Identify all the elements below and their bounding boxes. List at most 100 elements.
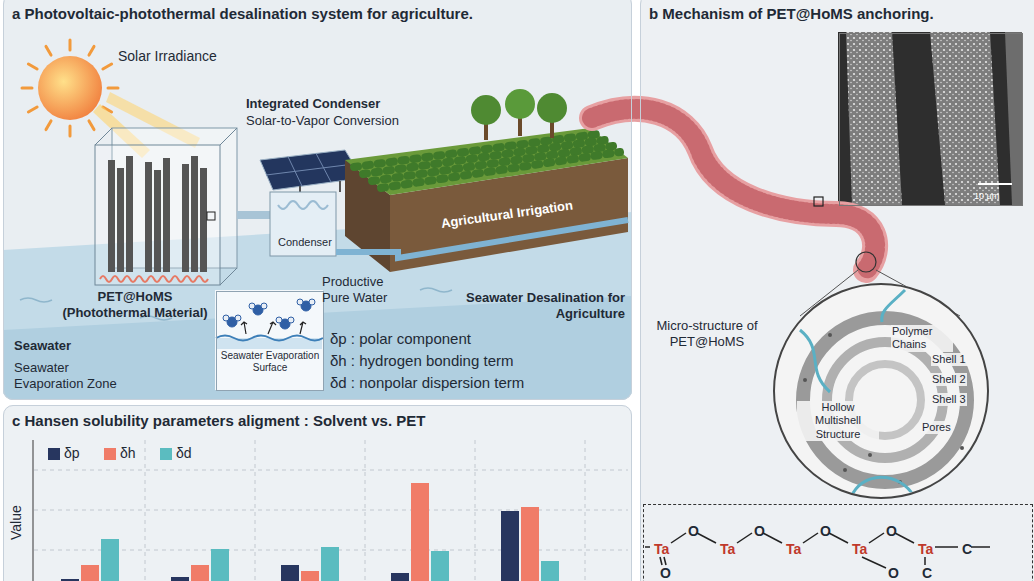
- desalination-scene: [3, 40, 632, 400]
- fiber-closeup-part: [800, 290, 990, 500]
- desalination-scene-part-part: [309, 299, 315, 305]
- desalination-scene-part-part: [381, 152, 620, 188]
- bar-chart-part-part: [255, 440, 256, 581]
- bar-chart-part: [541, 561, 559, 581]
- structure-label: Shell 2: [931, 373, 967, 386]
- fiber-closeup-part: [773, 283, 987, 497]
- desalination-scene-part: [215, 290, 323, 390]
- legend-text: δd: [176, 445, 192, 462]
- desalination-scene-part-part: [69, 40, 72, 50]
- desalination-scene-part-part: [223, 315, 229, 321]
- fiber-closeup-part-part: [664, 557, 666, 565]
- panel-ground-part: [3, 0, 632, 400]
- atom-symbol: O: [820, 523, 831, 540]
- figure-label: δp : polar component: [330, 330, 471, 348]
- bar-chart-part: [34, 440, 628, 581]
- fiber-closeup-part: [856, 252, 876, 272]
- desalination-scene-part: [241, 322, 306, 334]
- bar-chart-part-part: [145, 440, 146, 581]
- atom-symbol: O: [688, 523, 699, 540]
- fiber-closeup-part: [838, 32, 1022, 205]
- atom-symbol: O: [660, 565, 671, 581]
- figure-label: Seawater: [14, 338, 71, 354]
- desalination-scene-part-part: [69, 126, 72, 136]
- desalination-scene-part: [278, 201, 328, 209]
- fiber-closeup-part-part: [763, 533, 782, 543]
- desalination-scene-part-part: [103, 64, 112, 69]
- bar-chart-part-part: [365, 440, 366, 581]
- atom-symbol: C: [962, 541, 972, 558]
- figure-label: Seawater Evaporation Zone: [14, 360, 134, 392]
- figure-label: Integrated Condenser: [246, 96, 380, 112]
- fiber-closeup-part: [1005, 32, 1022, 205]
- panel-b: b Mechanism of PET@HoMS anchoring.10 µmP…: [640, 0, 1034, 581]
- bar-chart: [33, 440, 628, 581]
- fiber-closeup-part: [846, 32, 902, 205]
- bar-chart-part: [501, 511, 519, 581]
- fiber-closeup-part-part-part: [850, 477, 915, 500]
- panel-ground-part: [3, 405, 632, 581]
- fiber-closeup-part-part-part: [882, 290, 905, 322]
- bar-chart-part-part: [475, 440, 476, 581]
- fiber-closeup: [592, 32, 1022, 568]
- panel-c: c Hansen solubility parameters aligment …: [3, 405, 632, 581]
- desalination-scene-part: [95, 145, 220, 285]
- fiber-closeup-part-part-part: [800, 330, 830, 392]
- desalination-scene-part: [505, 89, 535, 119]
- fiber-closeup-part-part: [660, 557, 662, 565]
- desalination-scene-part-part: [288, 317, 294, 323]
- legend-text: δh: [120, 445, 136, 462]
- bar-chart-part: [81, 565, 99, 581]
- figure-label: δd : nonpolar dispersion term: [330, 374, 524, 392]
- fiber-closeup-part-part-part: [955, 430, 990, 470]
- sem-image: 10 µm: [839, 33, 1023, 206]
- legend-swatch: [48, 448, 60, 460]
- legend-swatch: [104, 448, 116, 460]
- atom-symbol: Ta: [918, 541, 933, 558]
- desalination-scene-part: [216, 336, 323, 341]
- figure-label: Seawater Desalination for Agriculture: [455, 290, 625, 322]
- desalination-scene-part-part: [372, 146, 613, 181]
- figure-label: Solar Irradiance: [118, 48, 217, 65]
- bar-chart-part: [321, 547, 339, 581]
- panel-title: b Mechanism of PET@HoMS anchoring.: [649, 5, 934, 23]
- legend-swatch: [160, 448, 172, 460]
- desalination-scene-part-part: [235, 315, 241, 321]
- fiber-closeup-part-part-part: [803, 378, 807, 382]
- bar-chart-part: [32, 440, 33, 581]
- fiber-closeup-part: [930, 32, 1000, 205]
- panel-ground: [3, 0, 1034, 581]
- atom-symbol: O: [754, 523, 765, 540]
- atom-symbol: Ta: [654, 541, 669, 558]
- fiber-closeup-part: [846, 32, 902, 205]
- fiber-closeup-part-part: [803, 318, 967, 482]
- atom-symbol: Ta: [720, 541, 735, 558]
- desalination-scene-part-part: [108, 87, 118, 90]
- desalination-scene-part-part: [28, 64, 37, 69]
- atom-symbol: Ta: [852, 541, 867, 558]
- bar-chart-part: [211, 549, 229, 581]
- fiber-closeup-part-part: [697, 533, 716, 543]
- desalination-scene-part-part: [22, 87, 32, 90]
- structure-label: Shell 3: [931, 393, 967, 406]
- bar-chart-part: [521, 507, 539, 581]
- figure-label: Productive Pure Water: [322, 274, 402, 306]
- desalination-scene-part: [216, 338, 322, 349]
- fiber-closeup-part-part: [862, 557, 886, 568]
- bar-chart-part: [61, 579, 79, 581]
- desalination-scene-part: [237, 211, 270, 219]
- fiber-closeup-part-part: [645, 546, 650, 548]
- desalination-scene-part-part: [46, 121, 51, 130]
- desalination-scene-part: [354, 134, 620, 188]
- bar-chart-part: [191, 565, 209, 581]
- desalination-scene-part-part: [261, 303, 267, 309]
- fiber-closeup-part-part: [737, 533, 752, 543]
- desalination-scene-part: [300, 181, 340, 192]
- fiber-closeup-part-part: [935, 546, 958, 548]
- figure-label: Condenser: [278, 236, 332, 249]
- panel-title: c Hansen solubility parameters aligment …: [12, 412, 425, 430]
- bar-chart-part: [431, 551, 449, 581]
- structure-label: Shell 1: [931, 353, 967, 366]
- fiber-closeup-part-part: [971, 546, 990, 548]
